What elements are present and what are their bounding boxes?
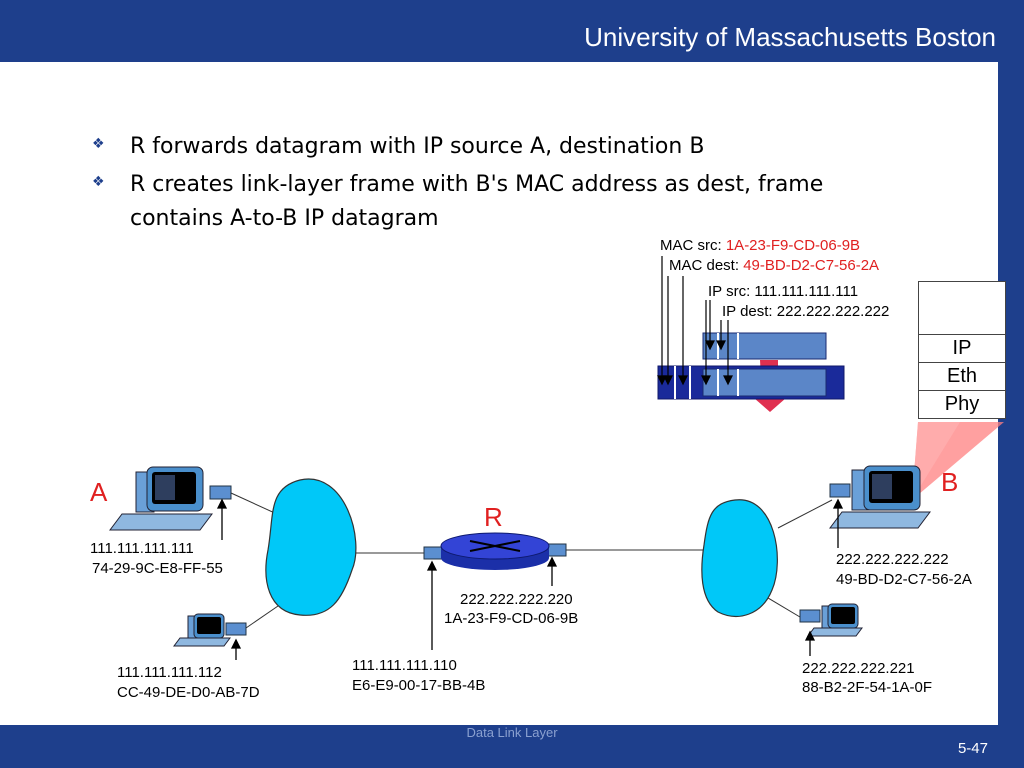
host-b2-ip: 222.222.222.221 xyxy=(802,660,915,677)
address-pointers xyxy=(216,498,844,660)
host-b-mac: 49-BD-D2-C7-56-2A xyxy=(836,571,972,588)
footer-title: Data Link Layer xyxy=(466,725,558,740)
host-a2-computer-icon xyxy=(173,613,247,647)
bullet-1-text: R forwards datagram with IP source A, de… xyxy=(130,134,705,159)
bullet-2-text: R creates link-layer frame with B's MAC … xyxy=(130,172,824,231)
diamond-bullet-icon: ❖ xyxy=(92,136,105,152)
router-label: R xyxy=(484,502,503,532)
ip-src-label: IP src: 111.111.111.111 xyxy=(708,283,859,300)
host-a-mac: 74-29-9C-E8-FF-55 xyxy=(92,560,223,577)
host-a-label: A xyxy=(90,477,108,507)
host-b-computer-icon xyxy=(829,465,931,529)
router-right-interface xyxy=(547,543,567,557)
stack-layer-eth: Eth xyxy=(919,363,1005,391)
diamond-bullet-icon: ❖ xyxy=(92,174,105,190)
protocol-stack: IP Eth Phy xyxy=(918,281,1006,419)
mac-dest-label: MAC dest: 49-BD-D2-C7-56-2A xyxy=(669,256,879,275)
header-title: University of Massachusetts Boston xyxy=(584,22,996,52)
host-a-computer-icon xyxy=(109,466,232,531)
router-left-ip: 111.111.111.110 xyxy=(352,657,457,674)
subnet-2-cloud xyxy=(701,499,778,617)
stack-layer-phy: Phy xyxy=(944,393,980,415)
frame-diagram xyxy=(657,256,845,412)
subnet-1-cloud xyxy=(265,478,357,616)
router-right-ip: 222.222.222.220 xyxy=(460,591,573,608)
router-right-mac: 1A-23-F9-CD-06-9B xyxy=(444,610,579,627)
mac-dest-caption: MAC dest: xyxy=(669,257,744,274)
router-arrows-icon xyxy=(469,540,521,552)
mac-src-value: 1A-23-F9-CD-06-9B xyxy=(725,237,861,254)
link-b xyxy=(777,499,833,529)
host-a-ip: 111.111.111.111 xyxy=(90,540,194,557)
host-a2-ip: 111.111.111.112 xyxy=(117,664,222,681)
host-b2-computer-icon xyxy=(799,603,863,637)
mac-src-caption: MAC src: xyxy=(660,237,726,254)
stack-layer-ip: IP xyxy=(919,335,1005,363)
mac-dest-value: 49-BD-D2-C7-56-2A xyxy=(743,257,880,274)
page-number: 5-47 xyxy=(957,740,988,757)
host-a2-mac: CC-49-DE-D0-AB-7D xyxy=(117,684,260,701)
mac-src-label: MAC src: 1A-23-F9-CD-06-9B xyxy=(660,236,860,255)
encapsulated-ip-block xyxy=(702,368,827,397)
host-b-label: B xyxy=(941,467,959,497)
ip-dest-label: IP dest: 222.222.222.222 xyxy=(722,303,890,320)
stack-upper-layers xyxy=(919,282,1005,335)
zoom-beam-highlight xyxy=(912,422,960,500)
link-a2 xyxy=(245,605,279,629)
host-b2-mac: 88-B2-2F-54-1A-0F xyxy=(802,679,933,696)
ip-datagram-block xyxy=(702,332,827,360)
router-left-mac: E6-E9-00-17-BB-4B xyxy=(352,677,486,694)
router-left-interface xyxy=(423,546,443,560)
host-b-ip: 222.222.222.222 xyxy=(836,551,949,568)
